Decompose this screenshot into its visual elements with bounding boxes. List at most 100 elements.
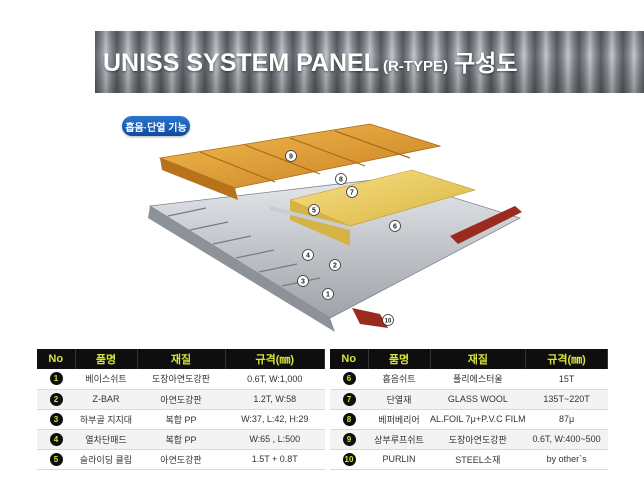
roof-sheet-front [160,158,238,200]
row-no: 4 [37,429,75,450]
row-material: AL.FOIL 7μ+P.V.C FILM [430,409,526,430]
vapor-barrier [270,206,350,230]
row-material: 아연도강판 [137,449,225,470]
roof-ribs [199,130,411,183]
row-number-badge: 7 [342,392,356,406]
panel-diagram-svg: 1 2 3 4 5 6 78 9 10 [148,123,522,332]
callout-label: 7 [350,190,354,197]
header-spec: 규격(㎜) [525,349,608,369]
row-material: GLASS WOOL [430,389,526,410]
callout-8: 8 [335,173,347,185]
callout-circle [285,150,297,162]
row-material: 도장아연도강판 [430,429,526,450]
callout-circle [382,314,394,326]
row-spec: W:65 , L:500 [225,429,325,450]
table-row: 4 열차단패드 복합 PP W:65 , L:500 [37,429,325,450]
header-name: 품명 [75,349,138,369]
page-title: UNISS SYSTEM PANEL (R-TYPE) 구성도 [103,44,517,78]
callout-circle [322,288,334,300]
row-name: 상부루프쉬트 [368,429,430,450]
purlin-front [352,308,388,328]
callout-label: 3 [301,279,305,286]
callout-label: 8 [339,177,343,184]
header-no: No [37,349,76,369]
callout-circle [346,186,358,198]
table-row: 8 베퍼베리어 AL.FOIL 7μ+P.V.C FILM 87μ [330,409,608,430]
callout-circle [389,220,401,232]
row-name: 열차단패드 [75,429,137,450]
row-material: 아연도강판 [137,389,225,410]
purlin-right [450,206,522,244]
row-no: 6 [330,369,368,390]
callout-label: 4 [306,253,310,260]
callout-1: 1 [322,288,334,300]
row-no: 7 [330,389,368,410]
callout-2: 2 [329,259,341,271]
table-row: 10 PURLIN STEEL소재 by other`s [330,449,608,470]
row-number-badge: 1 [49,372,63,386]
callout-circle [297,275,309,287]
row-name: 베이스쉬트 [75,369,137,390]
insulation [289,169,477,227]
row-name: 하부골 지지대 [75,409,137,430]
callout-circle [308,204,320,216]
callout-label: 6 [393,224,397,231]
row-spec: 0.6T, W:400~500 [525,429,608,450]
title-kr: 구성도 [453,50,518,76]
insulation-side [290,200,350,246]
row-material: 폴리에스터울 [430,369,526,390]
row-number-badge: 10 [342,452,356,466]
callout-label: 10 [385,319,392,325]
table-row: 9 상부루프쉬트 도장아연도강판 0.6T, W:400~500 [330,429,608,450]
table-row: 7 단열재 GLASS WOOL 135T~220T [330,389,608,410]
row-name: 흡음쉬트 [368,369,430,390]
table-row: 2 Z-BAR 아연도강판 1.2T, W:58 [37,389,325,410]
table-row: 3 하부골 지지대 복합 PP W:37, L:42, H:29 [37,409,325,430]
row-number-badge: 3 [49,412,63,426]
row-number-badge: 2 [49,392,63,406]
row-no: 5 [37,449,75,470]
row-spec: by other`s [525,449,608,470]
callout-5: 5 [308,204,320,216]
header-name: 품명 [368,349,431,369]
table-row: 5 슬라이딩 클립 아연도강판 1.5T + 0.8T [37,449,325,470]
table-header-row: No 품명 재질 규격(㎜) [37,349,325,369]
callout-circle [302,249,314,261]
callout-3: 3 [297,275,309,287]
callout-label: 2 [333,263,337,270]
row-material: 복합 PP [137,409,225,430]
row-material: 도장아연도강판 [137,369,225,390]
row-number-badge: 4 [49,432,63,446]
spec-table-left: No 품명 재질 규격(㎜) 1 베이스쉬트 도장아연도강판 0.6T, W:1… [37,349,325,470]
row-no: 10 [330,449,368,470]
callout-label: 9 [289,154,293,161]
row-number-badge: 6 [342,372,356,386]
row-spec: 87μ [525,409,608,430]
callout-7: 7 [346,186,358,198]
row-name: 단열재 [368,389,430,410]
row-name: 베퍼베리어 [368,409,430,430]
callout-label: 1 [326,292,330,299]
row-no: 9 [330,429,368,450]
row-material: STEEL소재 [430,449,526,470]
callout-circle [335,173,347,185]
callout-label: 5 [312,208,316,215]
header-no: No [330,349,369,369]
row-name: PURLIN [368,449,430,470]
callout-6: 6 [389,220,401,232]
row-name: Z-BAR [75,389,137,410]
row-number-badge: 5 [49,452,63,466]
row-number-badge: 9 [342,432,356,446]
callout-9: 9 [285,150,297,162]
row-material: 복합 PP [137,429,225,450]
title-main: UNISS SYSTEM PANEL [103,49,379,77]
callout-circle [329,259,341,271]
row-spec: 15T [525,369,608,390]
header-material: 재질 [430,349,527,369]
table-row: 6 흡음쉬트 폴리에스터울 15T [330,369,608,390]
row-number-badge: 8 [342,412,356,426]
spec-table-right: No 품명 재질 규격(㎜) 6 흡음쉬트 폴리에스터울 15T 7 단열재 G… [330,349,608,470]
function-badge: 흡음·단열 기능 [122,116,190,136]
base-sheet [148,177,522,319]
callout-4: 4 [302,249,314,261]
